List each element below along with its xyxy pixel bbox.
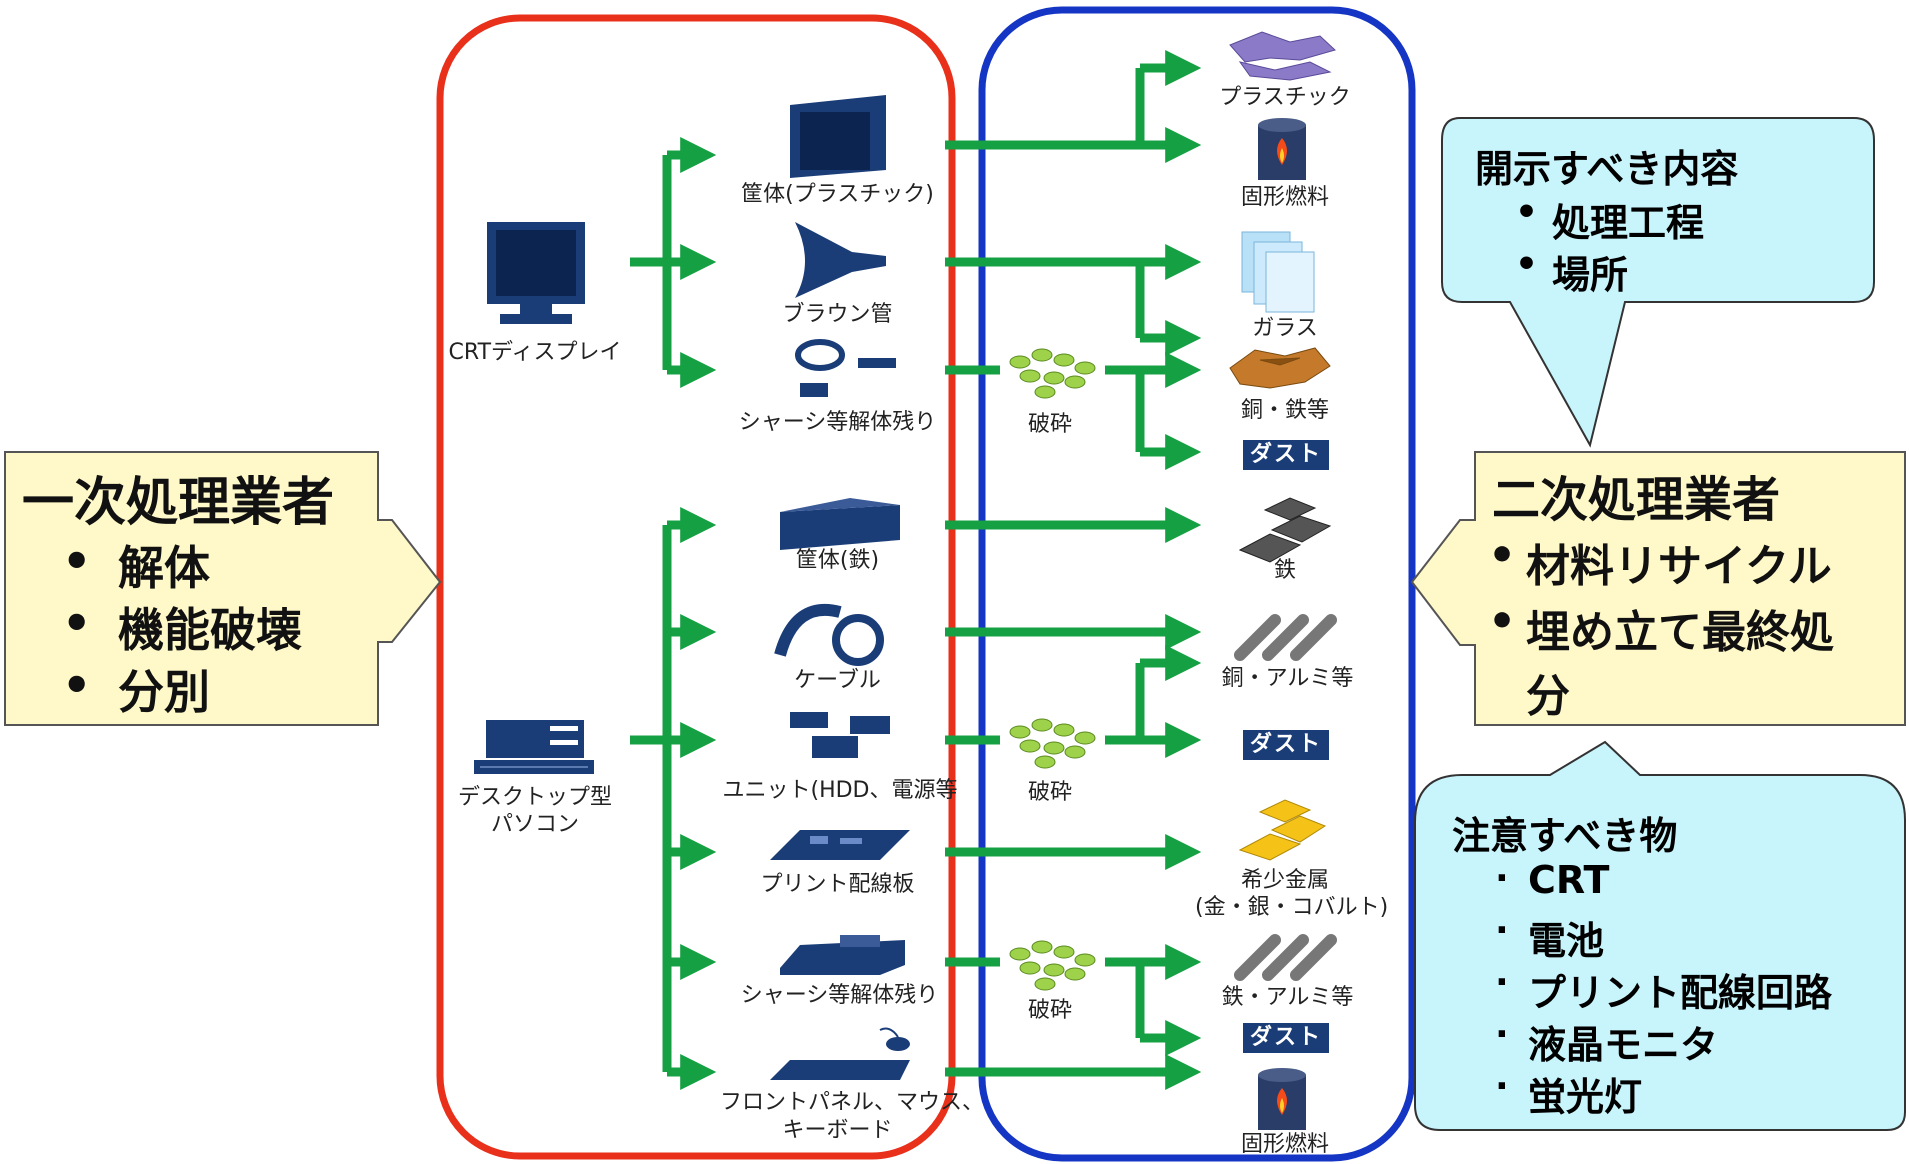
component-label-crt-tube: ブラウン管 [782,302,893,327]
keyboard-mouse-icon [770,1027,910,1080]
output-label-dust-1: ダスト [1243,440,1329,470]
output-arrows [945,50,1202,1090]
secondary-item-landfill-continued: 分 [1526,671,1570,722]
primary-processing-frame [436,14,956,1160]
output-label-copper-iron: 銅・鉄等 [1240,398,1329,423]
primary-item-sorting: 分別 [118,665,210,719]
caution-title: 注意すべき物 [1452,814,1678,858]
crush-label-2: 破砕 [1027,780,1072,805]
crt-branch-arrows [630,137,717,388]
desktop-pc-icon [474,720,594,774]
secondary-bullet-2: • [1488,596,1517,647]
secondary-processor-title: 二次処理業者 [1492,472,1781,528]
disclosure-item-process: 処理工程 [1552,201,1705,245]
disclosure-title: 開示すべき内容 [1475,147,1739,191]
crush-pellets-icon-1 [1009,348,1096,399]
iron-housing-icon [780,498,900,550]
output-label-copper-aluminum: 銅・アルミ等 [1221,666,1354,691]
caution-item-pcb: プリント配線回路 [1528,971,1833,1015]
caution-bullet-2: · [1495,910,1509,951]
iron-ingots-icon [1238,497,1332,563]
disclosure-bullet-1: • [1515,192,1539,233]
crt-tube-icon [795,222,886,298]
crt-display-label: CRTディスプレイ [448,340,622,365]
disclosure-callout-shape [1441,117,1875,448]
crush-pellets-icon-3 [1009,940,1096,991]
caution-item-lcd: 液晶モニタ [1528,1023,1719,1067]
solid-fuel-barrel-icon-1 [1258,118,1306,180]
primary-bullet-2: • [62,596,92,650]
desktop-branch-arrows [630,507,717,1090]
glass-sheets-icon [1241,231,1315,313]
caution-bullet-4: · [1495,1014,1509,1055]
component-label-chassis-1: シャーシ等解体残り [738,410,937,435]
component-label-cable: ケーブル [794,668,881,693]
primary-processor-box [4,451,442,726]
crush-pellets-icon-2 [1009,718,1096,769]
output-label-rare-metals-line1: 希少金属 [1240,868,1329,893]
output-label-solid-fuel-1: 固形燃料 [1240,185,1329,210]
crush-label-3: 破砕 [1027,998,1072,1023]
component-label-circuit-board: プリント配線板 [760,872,915,897]
output-label-rare-metals-line2: (金・銀・コバルト) [1195,895,1389,920]
caution-bullet-1: · [1495,858,1509,899]
plastic-flakes-icon [1229,31,1336,81]
caution-item-crt: CRT [1528,858,1610,902]
caution-bullet-3: · [1495,962,1509,1003]
primary-processor-title: 一次処理業者 [22,473,335,533]
caution-callout-shape [1414,740,1906,1131]
component-label-iron-housing: 筐体(鉄) [795,548,880,573]
rare-metals-gold-icon [1238,799,1327,861]
primary-item-function-destruction: 機能破壊 [118,603,302,657]
cable-icon [774,603,884,666]
unit-icon [790,712,890,758]
caution-bullet-5: · [1495,1066,1509,1107]
component-label-chassis-2: シャーシ等解体残り [740,983,939,1008]
output-label-dust-3: ダスト [1243,1023,1329,1053]
caution-item-battery: 電池 [1528,919,1605,963]
caution-item-fluorescent: 蛍光灯 [1528,1075,1643,1119]
plastic-housing-icon [790,95,886,178]
copper-aluminum-bars-icon [1234,614,1337,661]
crush-label-1: 破砕 [1027,412,1072,437]
output-label-dust-2: ダスト [1243,730,1329,760]
component-label-front-panel-line1: フロントパネル、マウス、 [720,1090,985,1115]
primary-bullet-1: • [62,534,92,588]
chassis-remains-icon-1 [795,339,896,397]
secondary-processing-frame [978,6,1416,1162]
disclosure-item-location: 場所 [1552,253,1629,297]
component-label-plastic-housing: 筐体(プラスチック) [741,182,934,207]
secondary-processor-box [1410,451,1906,726]
disclosure-bullet-2: • [1515,244,1539,285]
desktop-pc-label-line1: デスクトップ型 [457,785,612,810]
solid-fuel-barrel-icon-2 [1258,1068,1306,1130]
output-label-solid-fuel-2: 固形燃料 [1240,1132,1329,1157]
circuit-board-icon [770,830,910,860]
component-label-front-panel-line2: キーボード [782,1118,893,1143]
desktop-pc-label-line2: パソコン [490,812,579,837]
output-label-iron-aluminum: 鉄・アルミ等 [1221,985,1354,1010]
chassis-remains-icon-2 [780,935,905,975]
crt-display-icon [487,222,585,324]
output-label-plastic: プラスチック [1219,85,1351,110]
primary-bullet-3: • [62,658,92,712]
iron-aluminum-bars-icon [1234,934,1337,981]
secondary-item-landfill: 埋め立て最終処 [1526,607,1834,658]
copper-iron-scrap-icon [1229,347,1331,389]
output-label-glass: ガラス [1252,316,1318,341]
primary-item-dismantling: 解体 [118,541,210,595]
component-label-unit: ユニット(HDD、電源等 [722,778,958,803]
output-label-iron: 鉄 [1273,558,1296,583]
secondary-item-material-recycling: 材料リサイクル [1526,541,1832,592]
secondary-bullet-1: • [1488,530,1517,581]
